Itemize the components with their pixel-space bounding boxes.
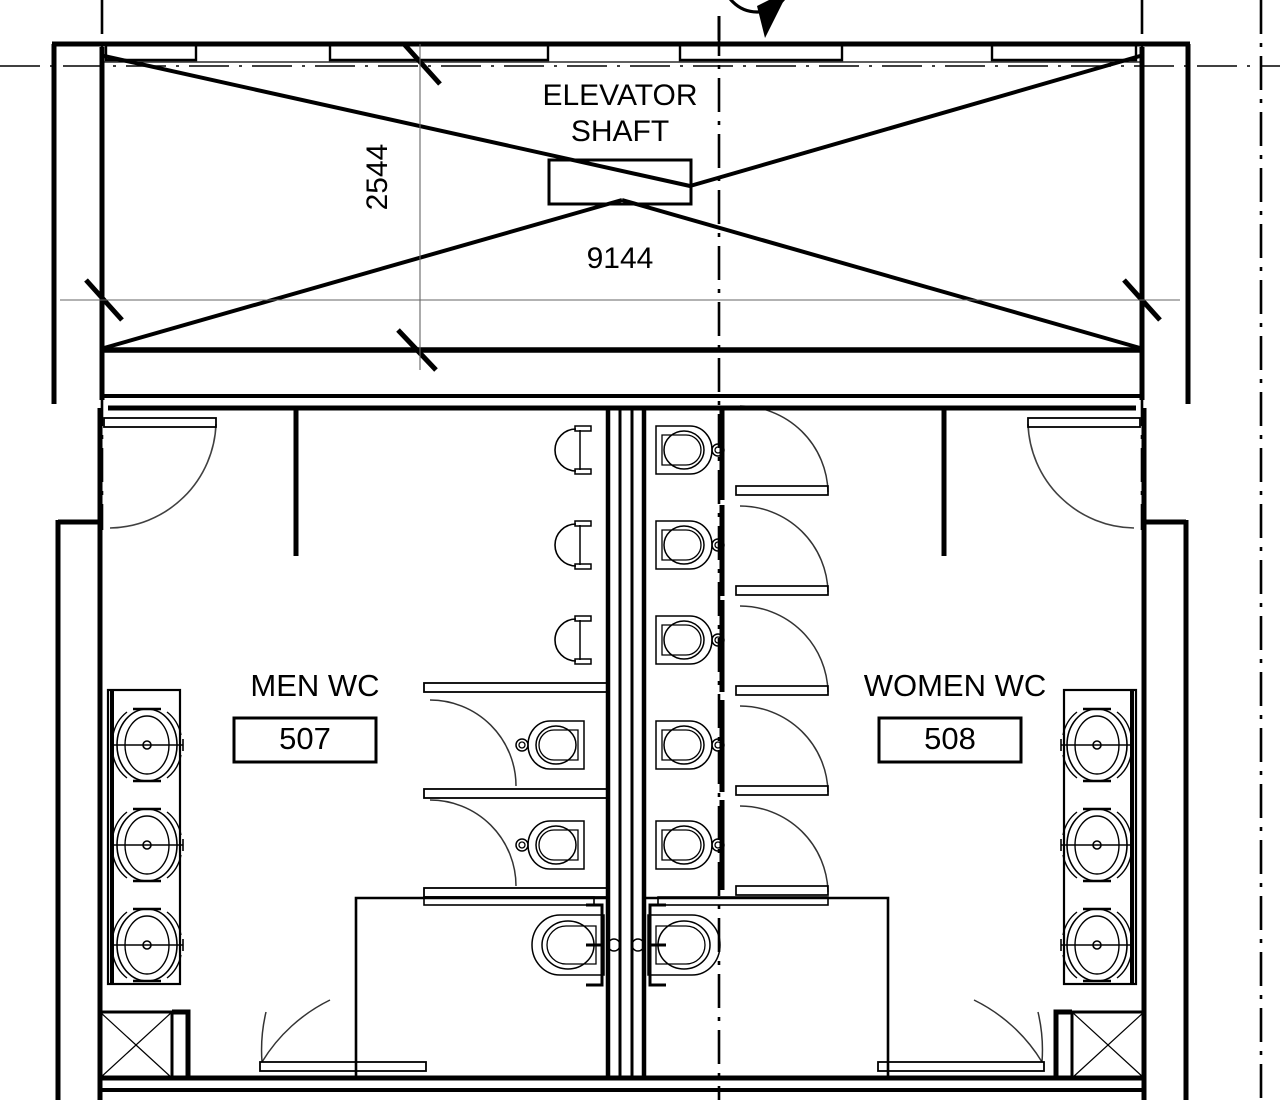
elevator-shaft-diagonals <box>103 54 1141 350</box>
men-room-number-box <box>232 716 378 764</box>
toilet-room-walls <box>55 394 1189 1100</box>
entry-door-men <box>103 417 217 529</box>
women-stall-doors <box>735 405 829 896</box>
women-lavatories <box>1059 707 1135 983</box>
column-left <box>98 1009 191 1080</box>
men-stall-doors <box>429 699 517 887</box>
entry-door-women <box>1027 417 1141 529</box>
men-urinal-group <box>554 425 592 665</box>
elevator-shaft-walls <box>51 41 1191 404</box>
men-toilet-group <box>515 720 585 870</box>
grid-bubble-marker <box>717 0 785 40</box>
vertical-dimension-label: 2544 <box>361 143 394 211</box>
women-lavatory-counter <box>1062 688 1138 986</box>
men-accessible-stall <box>259 896 621 1078</box>
elevator-cab <box>547 158 693 206</box>
men-wc-label: MEN WC <box>250 668 380 703</box>
women-room-number: 508 <box>924 721 976 756</box>
elevator-shaft-label: ELEVATOR SHAFT <box>542 79 698 148</box>
men-lavatories <box>109 707 185 983</box>
men-room-number: 507 <box>279 721 331 756</box>
grid-centerlines <box>100 0 1263 1100</box>
column-right <box>1053 1009 1146 1080</box>
horizontal-dimension-label: 9144 <box>586 242 654 275</box>
men-urinal-screens <box>423 682 609 898</box>
dimension-lines <box>60 44 1180 370</box>
women-toilet-group <box>655 425 725 870</box>
women-accessible-stall <box>631 896 1045 1078</box>
women-wc-label: WOMEN WC <box>863 668 1047 703</box>
women-room-number-box <box>877 716 1023 764</box>
men-lavatory-counter <box>106 688 182 986</box>
plumbing-chase <box>605 408 647 1078</box>
